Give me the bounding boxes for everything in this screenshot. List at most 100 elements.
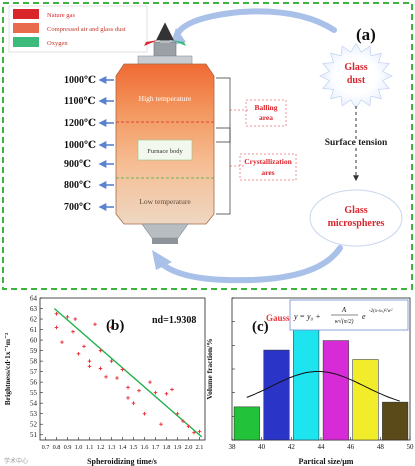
legend-swatch-oxygen — [13, 37, 39, 47]
burner — [137, 22, 193, 65]
panel-c-y-axis-label: Volume fraction/% — [205, 338, 214, 399]
furnace-low-temp-label: Low temperature — [139, 197, 191, 206]
data-point — [54, 311, 59, 316]
data-point — [54, 325, 59, 330]
x-tick-label: 1.7 — [152, 444, 160, 451]
data-point — [87, 364, 92, 369]
data-point — [73, 317, 77, 321]
data-point — [71, 329, 75, 334]
data-point — [109, 325, 114, 330]
data-point — [131, 401, 136, 405]
y-tick-label: 55 — [30, 389, 38, 397]
burner-gas-right-icon — [172, 40, 186, 46]
data-point — [159, 422, 163, 427]
microspheres-label-1: Glass — [344, 205, 367, 216]
x-tick-label: 1.6 — [141, 444, 149, 451]
panel-c-formula-num: A — [341, 306, 347, 314]
zone-brackets: Balling area Crystallization ares — [216, 77, 297, 215]
data-point — [164, 391, 169, 396]
y-tick-label: 58 — [30, 358, 38, 366]
data-point — [82, 344, 86, 349]
furnace-body-box — [137, 139, 193, 161]
temperature-label: 1000℃ — [64, 140, 96, 151]
x-tick-label: 1.9 — [174, 444, 182, 451]
crystallization-box — [239, 153, 297, 181]
panel-b-marks — [53, 307, 203, 438]
x-tick-label: 42 — [288, 443, 296, 451]
panel-c-bars — [233, 307, 409, 441]
panel-c-gauss-curve — [246, 371, 400, 402]
furnace-outlet-pipe — [152, 238, 178, 244]
microspheres-label-2: microspheres — [328, 218, 385, 229]
y-tick-label: 60 — [30, 337, 38, 345]
data-point — [98, 348, 103, 353]
temperature-label: 1200℃ — [64, 118, 96, 129]
x-tick-label: 46 — [347, 443, 355, 451]
bar — [233, 406, 260, 441]
panel-b-y-axis-label: Brightness/cd·1x⁻¹m⁻² — [3, 332, 12, 405]
surface-tension-label: Surface tension — [325, 138, 388, 148]
data-point — [109, 359, 114, 363]
y-tick-label: 61 — [30, 326, 38, 334]
y-tick-label: 51 — [30, 431, 38, 439]
burner-gas-left-icon — [144, 40, 158, 46]
x-tick-label: 1.1 — [86, 444, 94, 451]
y-tick-label: 53 — [30, 410, 38, 418]
x-tick-label: 1.3 — [108, 444, 116, 451]
legend-swatch-compressed-air — [13, 23, 39, 33]
x-tick-label: 40 — [258, 443, 266, 451]
panel-label-c: (c) — [252, 319, 269, 335]
x-tick-label: 1.4 — [119, 444, 128, 451]
temperature-label: 1100℃ — [64, 96, 95, 107]
x-tick-label: 1.8 — [163, 444, 171, 451]
data-point — [175, 411, 180, 416]
panel-a: Nature gas Compressed air and glass dust… — [2, 2, 413, 290]
temperature-label: 900℃ — [64, 159, 91, 170]
temperature-label: 700℃ — [64, 202, 91, 213]
panel-c-formula: y = y₀ + A w√(π/2) e -2(x-xₙ)²/w² — [293, 306, 393, 325]
data-point — [93, 322, 97, 327]
y-tick-label: 52 — [30, 421, 38, 429]
data-point — [137, 388, 141, 393]
panel-b-x-axis-label: Spheroidizing time/s — [87, 457, 157, 466]
glass-microspheres: Glass microspheres — [309, 189, 403, 247]
glass-dust-label-1: Glass — [344, 62, 367, 73]
legend-label-nature-gas: Nature gas — [47, 12, 75, 19]
burner-tip — [160, 36, 170, 43]
panel-c-formula-e: e — [362, 312, 366, 321]
data-point — [60, 340, 64, 344]
furnace: High temperature Furnace body Low temper… — [115, 63, 215, 244]
legend-swatch-nature-gas — [13, 9, 39, 19]
panel-c-formula-lhs: y = y₀ + — [293, 312, 321, 321]
glass-dust: Glass dust — [319, 42, 393, 110]
x-tick-label: 48 — [377, 443, 385, 451]
data-point — [197, 429, 202, 434]
crystallization-label-2: ares — [261, 168, 274, 177]
balling-box — [245, 99, 287, 127]
burner-flange — [137, 55, 193, 65]
panel-label-a: (a) — [356, 25, 376, 44]
x-tick-label: 2.0 — [185, 444, 193, 451]
y-tick-label: 57 — [30, 368, 38, 376]
y-tick-label: 62 — [30, 316, 38, 324]
balling-label-2: area — [259, 113, 273, 122]
panel-c-formula-exp: -2(x-xₙ)²/w² — [369, 308, 393, 314]
y-tick-label: 64 — [30, 295, 38, 303]
x-tick-label: 2.1 — [196, 444, 204, 451]
data-point — [153, 390, 158, 395]
data-point — [126, 396, 130, 400]
bar — [382, 401, 409, 441]
x-tick-label: 44 — [318, 443, 326, 451]
bottom-flow-arrowhead — [152, 250, 172, 270]
bar — [352, 359, 379, 441]
data-point — [104, 375, 108, 379]
y-tick-label: 59 — [30, 347, 38, 355]
legend: Nature gas Compressed air and glass dust… — [8, 5, 148, 53]
data-point — [181, 419, 185, 423]
data-point — [186, 424, 191, 429]
